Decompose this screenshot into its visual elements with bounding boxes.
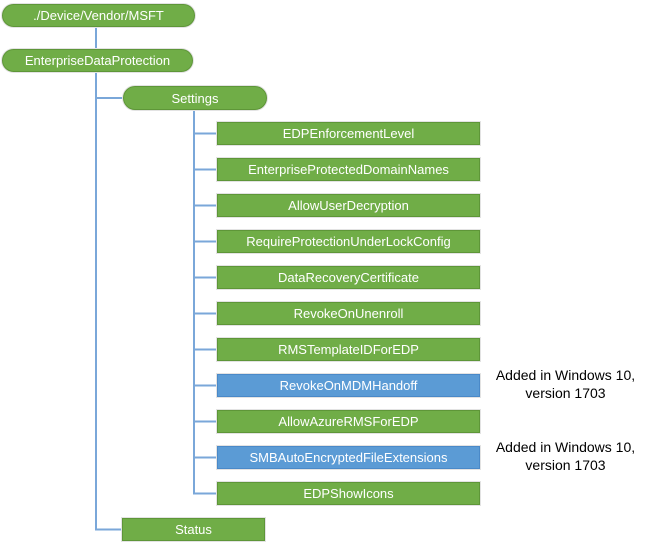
- node-enterprise-protected-domain-names: EnterpriseProtectedDomainNames: [217, 158, 480, 181]
- node-revoke-on-unenroll: RevokeOnUnenroll: [217, 302, 480, 325]
- node-data-recovery-certificate: DataRecoveryCertificate: [217, 266, 480, 289]
- annotation-line: version 1703: [525, 385, 606, 401]
- node-allow-azure-rms-for-edp: AllowAzureRMSForEDP: [217, 410, 480, 433]
- node-status: Status: [122, 518, 265, 541]
- node-device-vendor-msft: ./Device/Vendor/MSFT: [2, 4, 195, 27]
- node-settings: Settings: [123, 86, 267, 110]
- settings-children-group: EDPEnforcementLevel EnterpriseProtectedD…: [217, 122, 480, 505]
- annotation-line: version 1703: [525, 457, 606, 473]
- annotation-smb-auto-encrypted-file-extensions: Added in Windows 10, version 1703: [482, 438, 649, 474]
- annotation-line: Added in Windows 10,: [495, 439, 636, 455]
- node-require-protection-under-lock-config: RequireProtectionUnderLockConfig: [217, 230, 480, 253]
- node-edp-show-icons: EDPShowIcons: [217, 482, 480, 505]
- node-edp-enforcement-level: EDPEnforcementLevel: [217, 122, 480, 145]
- node-allow-user-decryption: AllowUserDecryption: [217, 194, 480, 217]
- node-enterprise-data-protection: EnterpriseDataProtection: [2, 49, 193, 72]
- node-revoke-on-mdm-handoff: RevokeOnMDMHandoff: [217, 374, 480, 397]
- annotation-revoke-on-mdm-handoff: Added in Windows 10, version 1703: [482, 366, 649, 402]
- node-smb-auto-encrypted-file-extensions: SMBAutoEncryptedFileExtensions: [217, 446, 480, 469]
- annotation-line: Added in Windows 10,: [495, 367, 636, 383]
- node-rms-template-id-for-edp: RMSTemplateIDForEDP: [217, 338, 480, 361]
